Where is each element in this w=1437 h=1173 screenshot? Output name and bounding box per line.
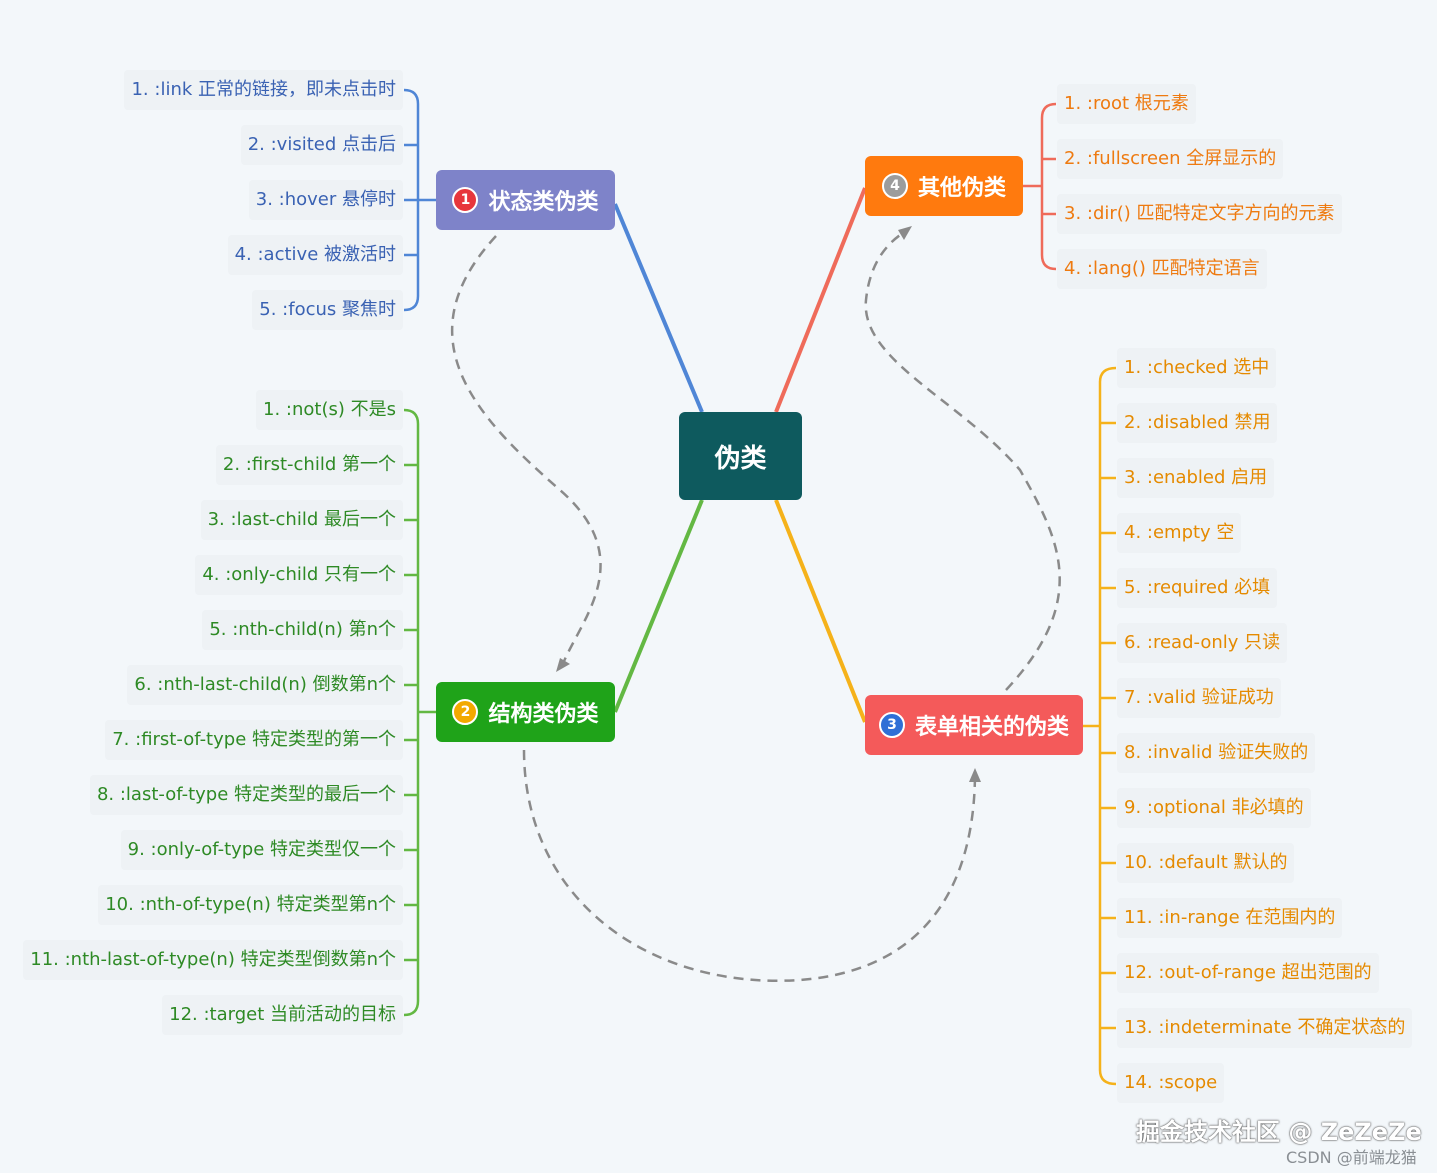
flow-arrows	[450, 228, 1061, 982]
root-node[interactable]: 伪类	[679, 412, 802, 500]
form-leaf[interactable]: 5. :required 必填	[1117, 568, 1278, 608]
watermark-sub: CSDN @前端龙猫	[1286, 1148, 1417, 1167]
structure-leaf[interactable]: 7. :first-of-type 特定类型的第一个	[105, 720, 403, 760]
structure-leaf[interactable]: 11. :nth-last-of-type(n) 特定类型倒数第n个	[23, 940, 403, 980]
branch-other-node[interactable]: 4 其他伪类	[865, 156, 1023, 216]
form-leaf[interactable]: 11. :in-range 在范围内的	[1117, 898, 1343, 938]
state-leaf[interactable]: 1. :link 正常的链接，即未点击时	[124, 70, 403, 110]
form-bracket	[1083, 366, 1117, 1086]
arrowhead-other	[898, 226, 912, 240]
other-bracket	[1023, 102, 1057, 271]
form-leaf[interactable]: 7. :valid 验证成功	[1117, 678, 1281, 718]
flow-arrowheads	[556, 226, 981, 782]
branch-structure-label: 结构类伪类	[488, 702, 599, 727]
form-leaf[interactable]: 8. :invalid 验证失败的	[1117, 733, 1316, 773]
structure-leaf[interactable]: 10. :nth-of-type(n) 特定类型第n个	[98, 885, 403, 925]
branch-form-label: 表单相关的伪类	[914, 715, 1069, 740]
root-to-form-line	[774, 499, 867, 723]
structure-leaf[interactable]: 8. :last-of-type 特定类型的最后一个	[89, 775, 403, 815]
branch-other-label: 其他伪类	[917, 176, 1006, 201]
flow-state-to-structure	[450, 235, 602, 667]
structure-leaf[interactable]: 3. :last-child 最后一个	[200, 500, 403, 540]
badge-3-icon: 3	[878, 712, 905, 738]
structure-leaf[interactable]: 4. :only-child 只有一个	[195, 555, 403, 595]
state-leaf[interactable]: 5. :focus 聚焦时	[252, 290, 403, 330]
root-to-state-line	[613, 203, 704, 413]
branch-state-node[interactable]: 1 状态类伪类	[436, 170, 615, 230]
structure-bracket	[403, 408, 436, 1017]
flow-form-to-other	[864, 228, 1061, 691]
state-leaf[interactable]: 4. :active 被激活时	[227, 235, 403, 275]
badge-2-icon: 2	[452, 699, 479, 725]
form-leaf[interactable]: 4. :empty 空	[1117, 513, 1242, 553]
form-leaf[interactable]: 13. :indeterminate 不确定状态的	[1117, 1008, 1413, 1048]
branch-structure-node[interactable]: 2 结构类伪类	[436, 682, 615, 742]
root-to-other-line	[774, 187, 867, 413]
form-leaf[interactable]: 1. :checked 选中	[1117, 348, 1277, 388]
other-leaf[interactable]: 3. :dir() 匹配特定文字方向的元素	[1057, 194, 1342, 234]
form-leaf[interactable]: 10. :default 默认的	[1117, 843, 1295, 883]
form-leaf[interactable]: 12. :out-of-range 超出范围的	[1117, 953, 1379, 993]
branch-state-label: 状态类伪类	[488, 190, 599, 215]
other-leaf[interactable]: 1. :root 根元素	[1057, 84, 1196, 124]
form-leaf[interactable]: 6. :read-only 只读	[1117, 623, 1288, 663]
form-leaf[interactable]: 2. :disabled 禁用	[1117, 403, 1278, 443]
structure-leaf[interactable]: 2. :first-child 第一个	[215, 445, 403, 485]
structure-leaf[interactable]: 12. :target 当前活动的目标	[162, 995, 403, 1035]
form-leaf[interactable]: 3. :enabled 启用	[1117, 458, 1275, 498]
form-leaf[interactable]: 9. :optional 非必填的	[1117, 788, 1311, 828]
branch-form-node[interactable]: 3 表单相关的伪类	[865, 695, 1083, 755]
state-bracket	[403, 88, 436, 312]
form-leaf[interactable]: 14. :scope	[1117, 1063, 1225, 1103]
structure-leaf[interactable]: 6. :nth-last-child(n) 倒数第n个	[127, 665, 403, 705]
flow-structure-to-form	[522, 749, 977, 982]
badge-4-icon: 4	[881, 173, 908, 199]
root-to-structure-line	[613, 499, 704, 713]
other-leaf[interactable]: 2. :fullscreen 全屏显示的	[1057, 139, 1284, 179]
watermark-main: 掘金技术社区 @ ZeZeZe	[1136, 1118, 1422, 1146]
structure-leaf[interactable]: 1. :not(s) 不是s	[256, 390, 403, 430]
other-leaf[interactable]: 4. :lang() 匹配特定语言	[1057, 249, 1267, 289]
state-leaf[interactable]: 2. :visited 点击后	[240, 125, 403, 165]
structure-leaf[interactable]: 5. :nth-child(n) 第n个	[202, 610, 403, 650]
structure-leaf[interactable]: 9. :only-of-type 特定类型仅一个	[120, 830, 403, 870]
arrowhead-structure	[556, 658, 570, 672]
state-leaf[interactable]: 3. :hover 悬停时	[248, 180, 403, 220]
badge-1-icon: 1	[452, 187, 479, 213]
arrowhead-form	[969, 768, 981, 782]
